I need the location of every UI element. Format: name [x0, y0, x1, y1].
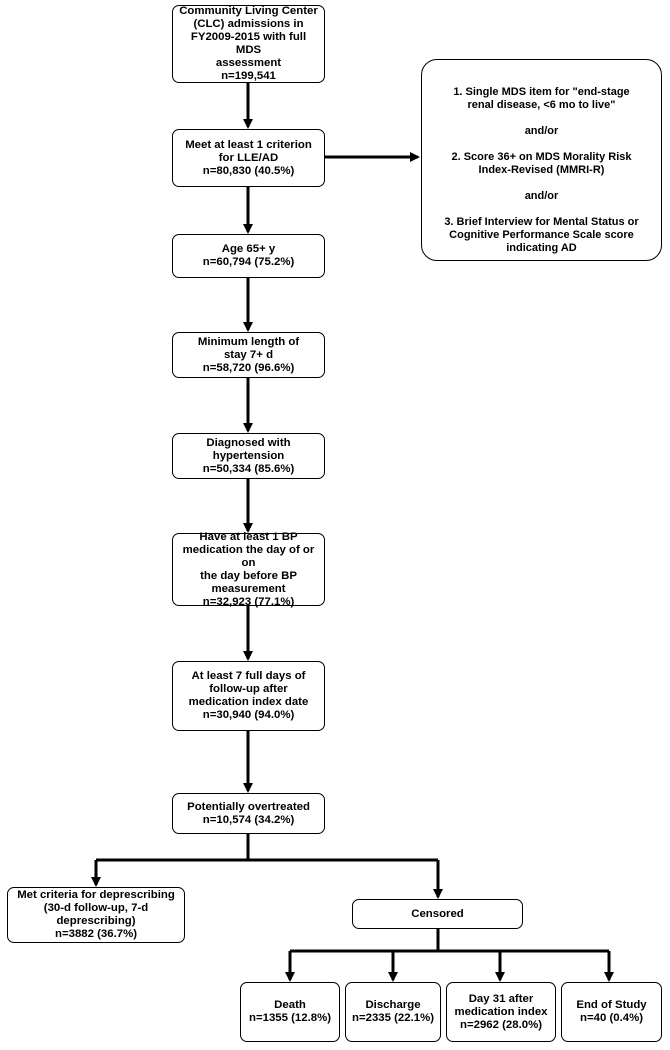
day31-line: Day 31 after	[468, 992, 534, 1005]
start-line: Community Living Center	[179, 5, 318, 17]
start-line: (CLC) admissions in	[193, 18, 304, 30]
criteria-line: 3. Brief Interview for Mental Status or	[444, 216, 639, 228]
stay-count: n=58,720 (96.6%)	[202, 361, 295, 374]
criteria-line: renal disease, <6 mo to live"	[467, 99, 616, 111]
stay-box: Minimum length of stay 7+ d n=58,720 (96…	[172, 332, 325, 378]
deprescribing-box: Met criteria for deprescribing (30-d fol…	[7, 887, 185, 943]
criteria-line: indicating AD	[506, 242, 577, 254]
criterion-count: n=80,830 (40.5%)	[202, 164, 295, 177]
deprescribing-line: (30-d follow-up, 7-d	[43, 902, 149, 914]
deprescribing-count: n=3882 (36.7%)	[55, 928, 137, 940]
stay-line: Minimum length of	[197, 335, 300, 348]
bpmed-line: Have at least 1 BP	[199, 530, 298, 543]
overtreated-line: Potentially overtreated	[187, 800, 310, 813]
overtreated-box: Potentially overtreated n=10,574 (34.2%)	[172, 793, 325, 834]
censored-label: Censored	[411, 907, 464, 920]
followup-line: medication index date	[188, 696, 309, 708]
day31-line: medication index	[454, 1005, 548, 1018]
bpmed-line: medication the day of or on	[182, 543, 315, 569]
followup-box: At least 7 full days of follow-up after …	[172, 661, 325, 731]
death-label: Death	[274, 999, 306, 1011]
endstudy-label: End of Study	[576, 999, 647, 1011]
criteria-line: Cognitive Performance Scale score	[449, 229, 634, 241]
criteria-line: 1. Single MDS item for "end-stage	[453, 86, 630, 98]
age-count: n=60,794 (75.2%)	[202, 256, 295, 268]
endstudy-count: n=40 (0.4%)	[580, 1012, 643, 1024]
htn-line: hypertension	[212, 449, 285, 462]
overtreated-count: n=10,574 (34.2%)	[202, 813, 295, 826]
censored-box: Censored	[352, 899, 523, 929]
start-count: n=199,541	[221, 70, 276, 82]
criteria-detail-box: 1. Single MDS item for "end-stage renal …	[421, 59, 662, 261]
day31-box: Day 31 after medication index n=2962 (28…	[446, 982, 556, 1042]
day31-count: n=2962 (28.0%)	[460, 1018, 542, 1031]
criterion-line: for LLE/AD	[218, 151, 279, 164]
discharge-box: Discharge n=2335 (22.1%)	[345, 982, 441, 1042]
discharge-count: n=2335 (22.1%)	[352, 1012, 434, 1024]
htn-box: Diagnosed with hypertension n=50,334 (85…	[172, 433, 325, 479]
followup-line: At least 7 full days of	[191, 670, 306, 682]
deprescribing-line: deprescribing)	[56, 915, 136, 927]
bpmed-box: Have at least 1 BP medication the day of…	[172, 530, 325, 608]
criteria-andor: and/or	[524, 125, 559, 137]
stay-line: stay 7+ d	[223, 348, 274, 361]
htn-line: Diagnosed with	[206, 436, 291, 449]
htn-count: n=50,334 (85.6%)	[202, 462, 295, 475]
followup-line: follow-up after	[209, 683, 288, 695]
criteria-andor: and/or	[524, 190, 559, 202]
criteria-line: Index-Revised (MMRI-R)	[478, 164, 605, 176]
start-line: FY2009-2015 with full MDS	[190, 31, 307, 56]
death-count: n=1355 (12.8%)	[249, 1012, 331, 1024]
criteria-line: 2. Score 36+ on MDS Morality Risk	[451, 151, 632, 163]
age-line: Age 65+ y	[221, 243, 276, 255]
endstudy-box: End of Study n=40 (0.4%)	[561, 982, 662, 1042]
deprescribing-line: Met criteria for deprescribing	[17, 889, 175, 901]
discharge-label: Discharge	[365, 999, 421, 1011]
criterion-line: Meet at least 1 criterion	[185, 138, 312, 151]
followup-count: n=30,940 (94.0%)	[202, 709, 295, 721]
start-box: Community Living Center (CLC) admissions…	[172, 5, 325, 83]
bpmed-line: measurement	[211, 582, 286, 595]
age-box: Age 65+ y n=60,794 (75.2%)	[172, 234, 325, 278]
death-box: Death n=1355 (12.8%)	[240, 982, 340, 1042]
bpmed-line: the day before BP	[200, 569, 297, 582]
criterion-box: Meet at least 1 criterion for LLE/AD n=8…	[172, 129, 325, 187]
bpmed-count: n=32,923 (77.1%)	[202, 595, 295, 608]
start-line: assessment	[215, 57, 282, 69]
